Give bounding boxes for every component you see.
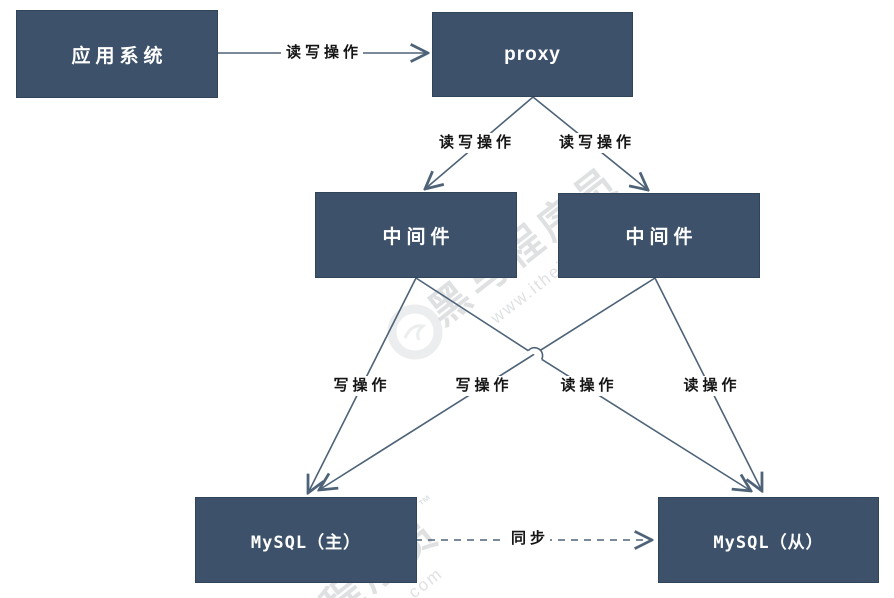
node-middleware-left: 中间件 bbox=[315, 192, 517, 278]
edge-label-read-2: 读操作 bbox=[678, 376, 742, 396]
node-mysql-slave: MySQL（从） bbox=[658, 497, 879, 583]
edge-middleware-left-to-slave-segment bbox=[415, 277, 529, 352]
node-app-system: 应用系统 bbox=[16, 10, 218, 98]
node-mysql-master: MySQL（主） bbox=[195, 497, 417, 583]
edge-label-write-1: 写操作 bbox=[328, 376, 392, 396]
node-proxy: proxy bbox=[432, 12, 633, 97]
node-middleware-right: 中间件 bbox=[558, 193, 760, 278]
edge-label-read-write-1: 读写操作 bbox=[280, 43, 364, 63]
edge-label-read-1: 读操作 bbox=[555, 376, 619, 396]
watermark-logo-icon bbox=[387, 304, 443, 360]
edge-label-read-write-3: 读写操作 bbox=[553, 133, 637, 153]
edge-line-jump-arc bbox=[527, 346, 544, 360]
edge-label-sync: 同步 bbox=[505, 529, 551, 549]
edge-label-write-2: 写操作 bbox=[450, 376, 514, 396]
edge-label-read-write-2: 读写操作 bbox=[433, 133, 517, 153]
